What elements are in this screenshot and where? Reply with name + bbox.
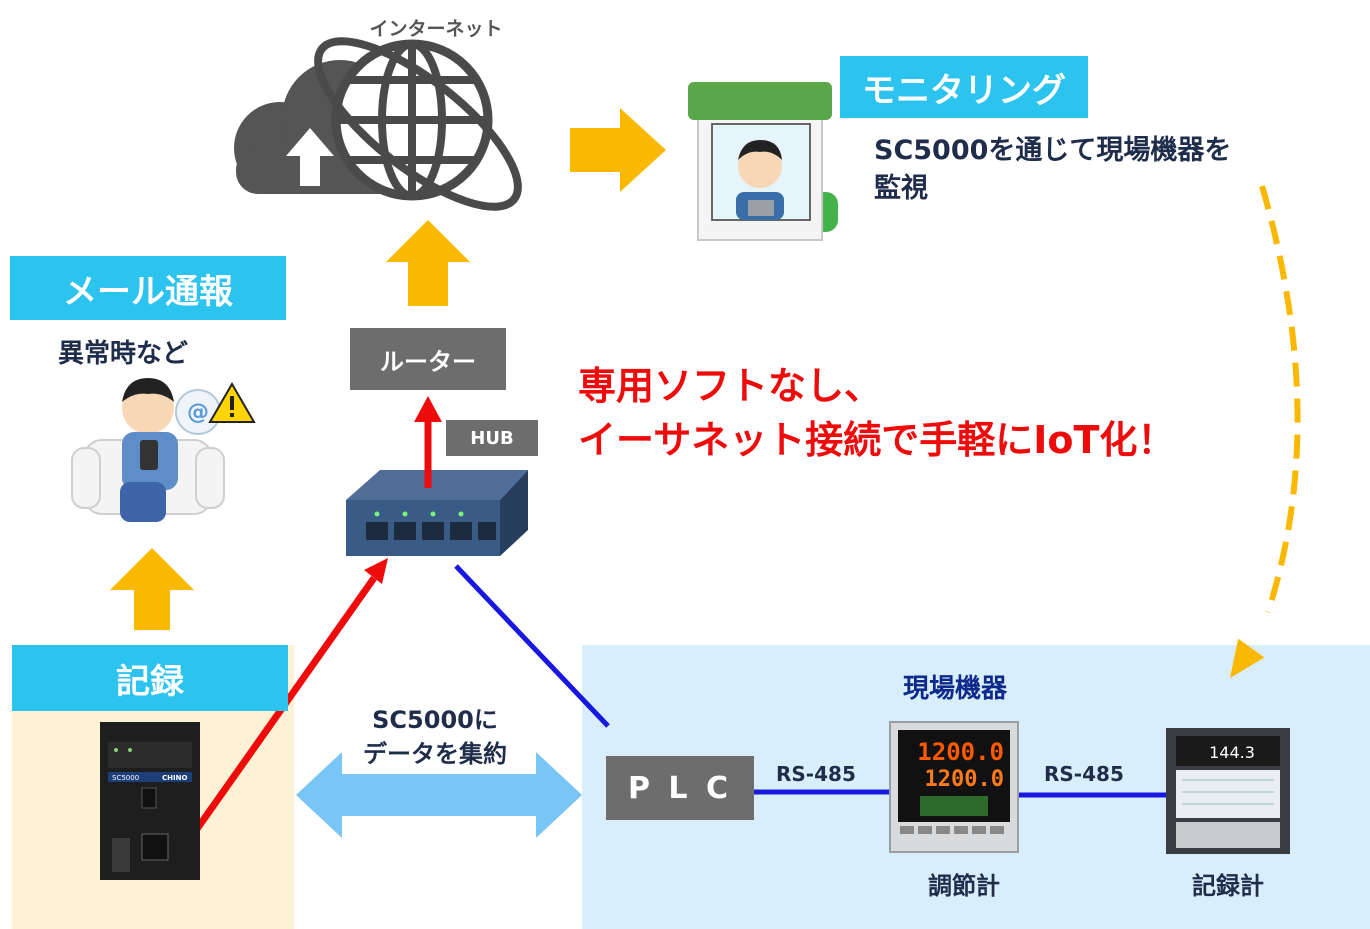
hub-label: HUB — [446, 420, 538, 456]
controller-sv-display: 1200.0 — [925, 767, 1004, 792]
arrow-monitoring-to-field — [1230, 185, 1301, 679]
globe-icon — [314, 37, 522, 211]
mail-title: メール通報 — [10, 256, 286, 320]
arrow-hub-to-router — [414, 396, 442, 488]
mail-subtitle: 異常時など — [58, 339, 189, 369]
arrow-to-monitoring — [570, 108, 666, 192]
temperature-controller-icon: 1200.0 1200.0 — [889, 721, 1019, 853]
field-title: 現場機器 — [902, 674, 1007, 704]
chart-recorder-icon: 144.3 — [1166, 728, 1290, 854]
headline-line2: イーサネット接続で手軽にIoT化！ — [578, 418, 1176, 462]
controller-pv-display: 1200.0 — [917, 738, 1004, 766]
recording-title: 記録 — [12, 645, 288, 711]
arrow-record-to-mail — [110, 548, 194, 630]
aggregate-double-arrow — [296, 752, 582, 838]
aggregate-line2: データを集約 — [363, 740, 507, 768]
svg-text:CHINO: CHINO — [162, 774, 187, 782]
controller-label: 調節計 — [928, 872, 1000, 900]
internet-label: インターネット — [369, 18, 503, 40]
arrow-router-to-internet — [386, 220, 470, 306]
headline-line1: 専用ソフトなし、 — [578, 364, 883, 408]
aggregate-line1: SC5000に — [372, 706, 498, 734]
monitoring-description-line2: 監視 — [874, 173, 928, 204]
email-bubble-icon: @ — [175, 389, 221, 435]
warning-icon — [208, 382, 256, 423]
ethernet-line-hub-to-plc — [454, 564, 610, 728]
svg-text:SC5000: SC5000 — [112, 774, 139, 782]
rs485-right-label: RS-485 — [1044, 762, 1124, 786]
svg-text:@: @ — [187, 400, 209, 425]
monitoring-title: モニタリング — [840, 56, 1088, 118]
sc5000-device-icon: SC5000 CHINO — [100, 722, 200, 880]
rs485-left-label: RS-485 — [776, 762, 856, 786]
plc-label: P L C — [606, 756, 754, 820]
recorder-value-display: 144.3 — [1209, 743, 1255, 762]
person-sofa-icon: @ — [71, 378, 256, 522]
house-person-icon — [688, 82, 838, 241]
recorder-label: 記録計 — [1192, 872, 1264, 900]
monitoring-description-line1: SC5000を通じて現場機器を — [874, 135, 1232, 166]
ethernet-hub-icon — [346, 470, 528, 556]
router-label: ルーター — [350, 328, 506, 390]
